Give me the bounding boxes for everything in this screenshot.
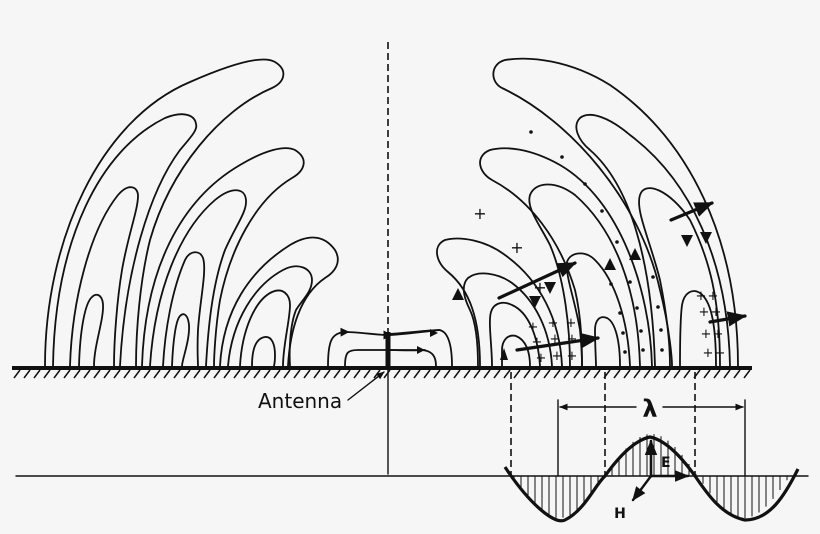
svg-text:+: + <box>699 305 710 320</box>
poynting-vectors <box>497 201 747 352</box>
field-dots <box>529 130 664 354</box>
svg-text:+: + <box>711 305 722 320</box>
svg-text:+: + <box>567 349 578 364</box>
svg-text:+: + <box>552 349 563 364</box>
svg-text:+: + <box>701 327 712 342</box>
svg-text:+: + <box>473 204 486 223</box>
svg-text:+: + <box>532 335 543 350</box>
field-direction-arrows <box>452 232 712 360</box>
svg-text:+: + <box>696 289 707 304</box>
wave-section: λ E H <box>15 372 809 523</box>
svg-text:+: + <box>533 278 546 297</box>
svg-text:+: + <box>548 316 559 331</box>
svg-text:+: + <box>550 332 561 347</box>
svg-text:+: + <box>566 316 577 331</box>
svg-text:+: + <box>567 332 578 347</box>
wavelength-label: λ <box>642 395 657 423</box>
svg-text:+: + <box>703 346 714 361</box>
svg-text:+: + <box>510 238 523 257</box>
sine-wave <box>503 435 800 523</box>
left-field-lines <box>44 58 441 367</box>
svg-text:Antenna: Antenna <box>258 389 342 413</box>
svg-text:+: + <box>715 346 726 361</box>
positive-charges: + + + + + + + + + + + + + + + + + + + + <box>473 204 725 366</box>
right-field-lines <box>436 57 739 367</box>
svg-text:+: + <box>536 351 547 366</box>
antenna-label: Antenna <box>258 371 385 413</box>
ground-plane <box>12 366 752 379</box>
e-field-label: E <box>661 455 671 471</box>
h-field-label: H <box>614 506 626 522</box>
svg-text:+: + <box>713 327 724 342</box>
near-field-arrows <box>387 329 453 367</box>
svg-text:+: + <box>528 320 539 335</box>
svg-text:+: + <box>708 289 719 304</box>
